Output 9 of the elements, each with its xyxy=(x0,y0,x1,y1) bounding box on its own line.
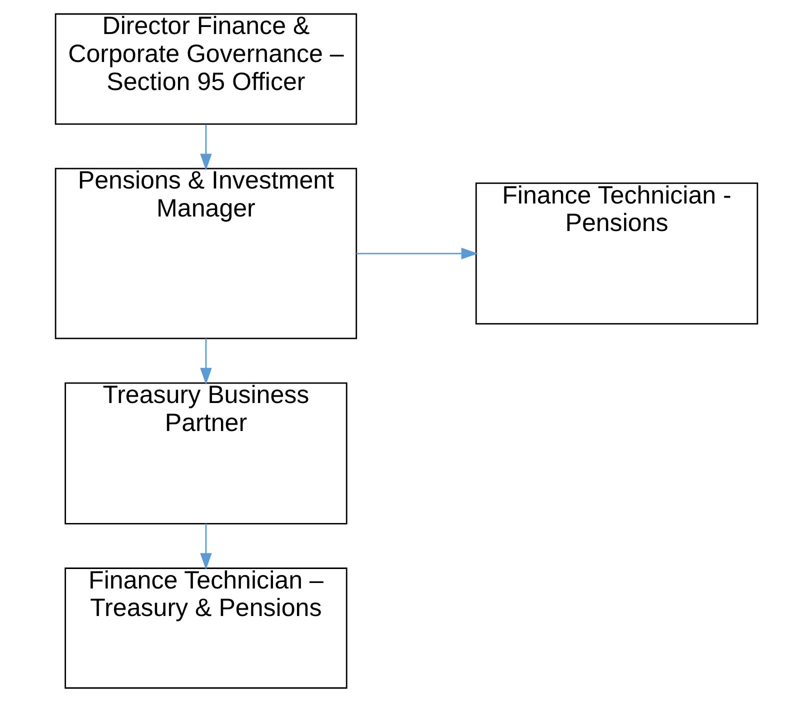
arrow xyxy=(356,248,478,260)
node-box: Treasury Business Partner xyxy=(64,382,347,524)
arrow xyxy=(200,524,212,570)
arrow xyxy=(200,338,212,385)
node-box: Finance Technician - Pensions xyxy=(474,182,758,325)
node-box: Pensions & Investment Manager xyxy=(54,168,357,340)
node-box: Director Finance & Corporate Governance – Section 95 Officer xyxy=(54,13,357,125)
node-box: Finance Technician – Treasury & Pensions xyxy=(64,568,347,689)
arrow xyxy=(200,124,212,170)
